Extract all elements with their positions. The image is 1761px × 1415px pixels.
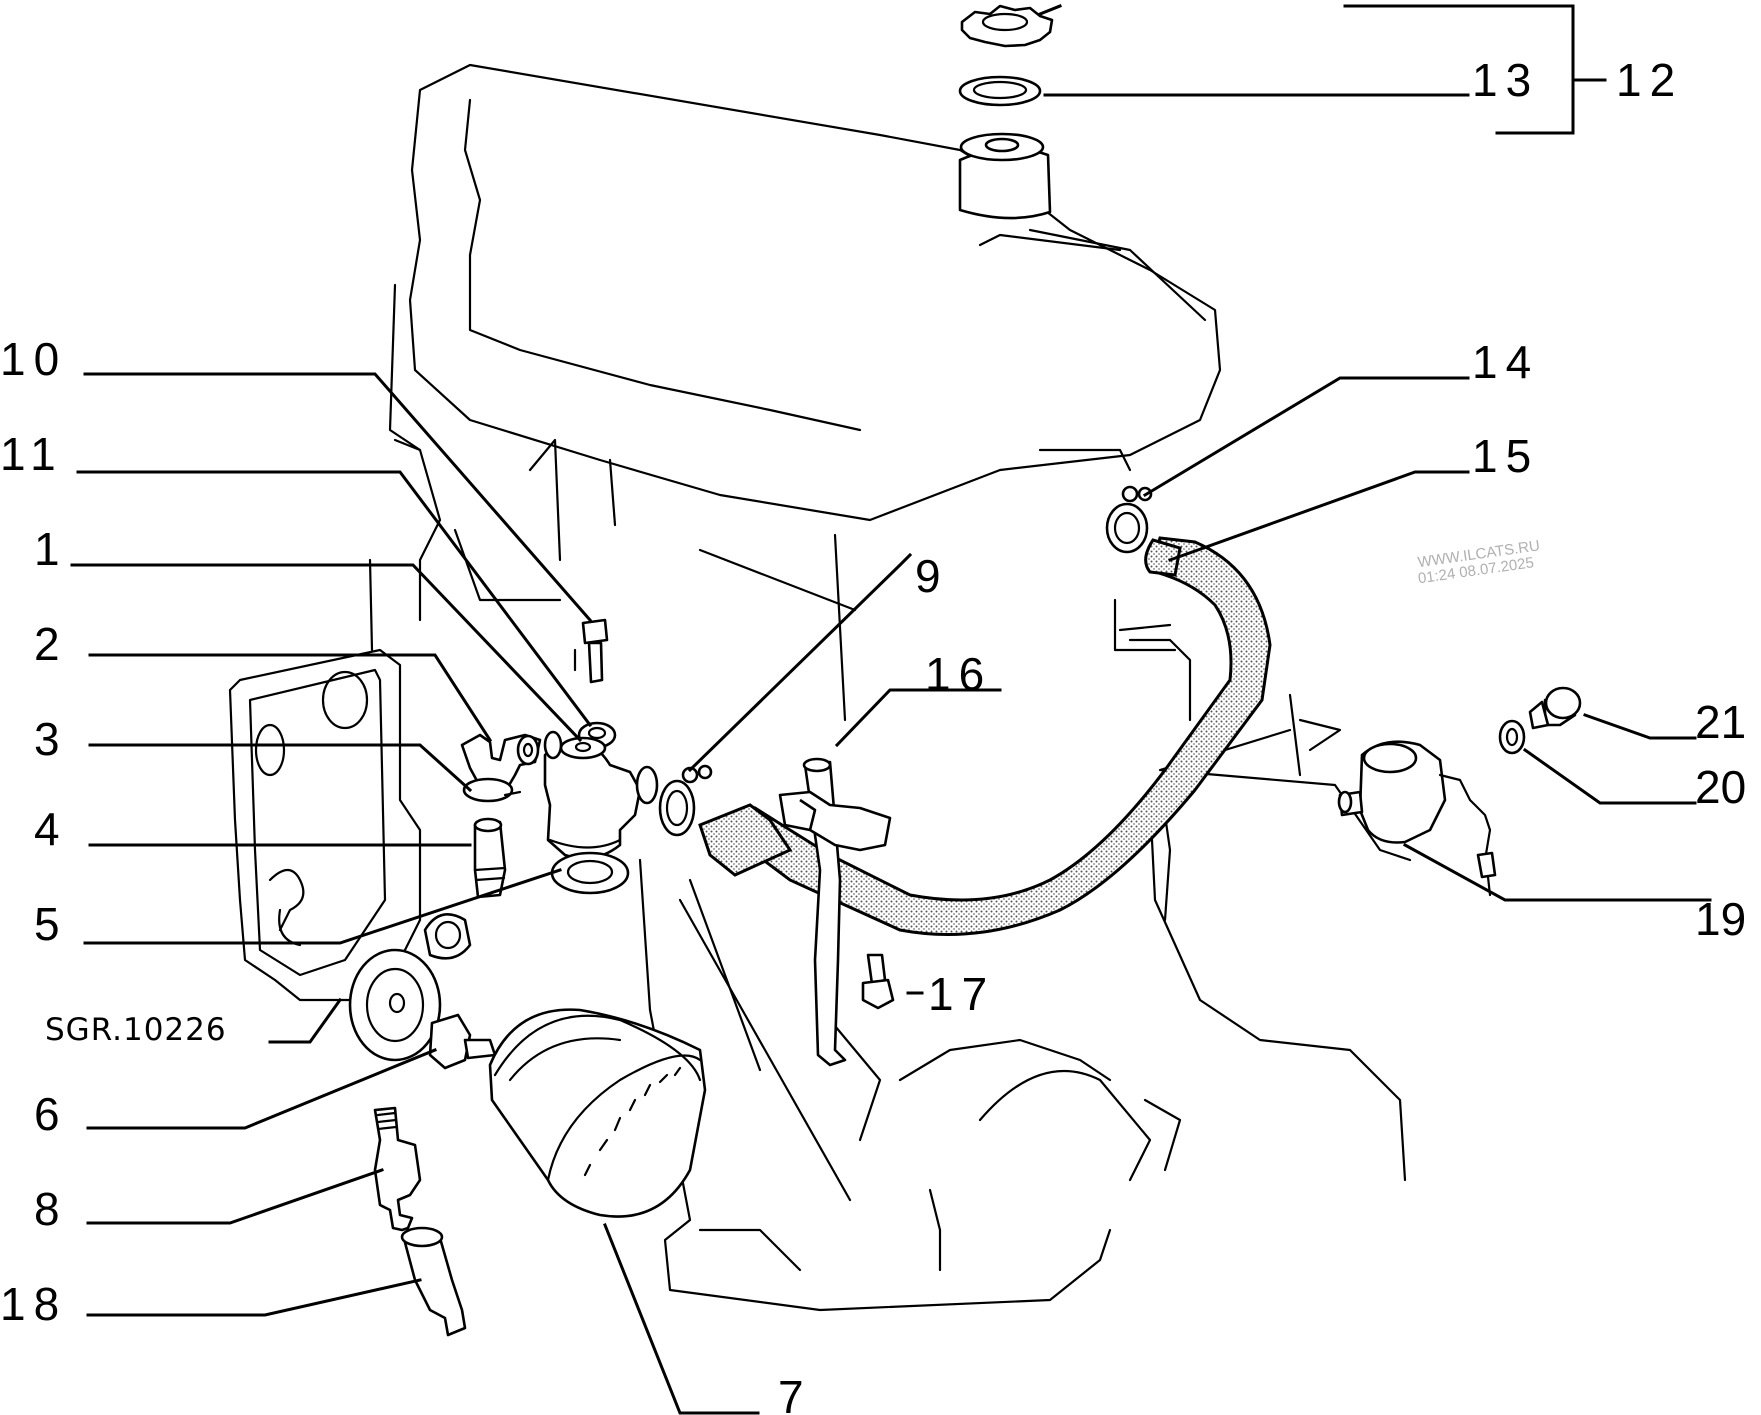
callout-20[interactable]: 20 xyxy=(1695,761,1746,813)
callout-10[interactable]: 10 xyxy=(0,333,67,385)
callout-1[interactable]: 1 xyxy=(34,523,68,575)
callout-15[interactable]: 15 xyxy=(1472,430,1539,482)
part-washer-20 xyxy=(1498,719,1526,755)
callout-2[interactable]: 2 xyxy=(34,618,68,670)
callout-3[interactable]: 3 xyxy=(34,713,68,765)
reference-code: SGR.10226 xyxy=(45,1012,227,1048)
part-clip-3 xyxy=(462,777,514,803)
callout-7[interactable]: 7 xyxy=(778,1371,812,1415)
part-fitting-4 xyxy=(473,820,507,899)
parts xyxy=(373,4,1582,1337)
callout-21[interactable]: 21 xyxy=(1695,696,1746,748)
leader-lines xyxy=(70,4,1712,1415)
callout-9[interactable]: 9 xyxy=(915,550,949,602)
part-oil-separator-1 xyxy=(543,740,642,860)
part-bolt-10 xyxy=(581,618,609,645)
callout-labels: 12 13 14 15 9 16 17 10 11 1 2 3 4 5 SGR.… xyxy=(0,54,1746,1415)
callout-11[interactable]: 11 xyxy=(0,428,64,480)
callout-19[interactable]: 19 xyxy=(1695,893,1746,945)
part-sensor-6 xyxy=(428,1013,472,1070)
callout-6[interactable]: 6 xyxy=(34,1088,68,1140)
part-oil-filter-7 xyxy=(488,1008,707,1218)
callout-13[interactable]: 13 xyxy=(1472,54,1539,106)
callout-16[interactable]: 16 xyxy=(925,648,992,700)
callout-4[interactable]: 4 xyxy=(34,803,68,855)
part-gasket-5 xyxy=(550,851,630,895)
part-hose-clamp-lower xyxy=(658,779,696,837)
part-pressure-sensor-19 xyxy=(1337,740,1497,897)
callout-17[interactable]: 17 xyxy=(928,968,995,1020)
part-breather-hose xyxy=(738,536,1272,936)
callout-5[interactable]: 5 xyxy=(34,898,68,950)
callout-8[interactable]: 8 xyxy=(34,1183,68,1235)
callout-18[interactable]: 18 xyxy=(0,1278,67,1330)
part-hose-clamp-top xyxy=(1105,502,1149,554)
watermark: WWW.ILCATS.RU 01:24 08.07.2025 xyxy=(1417,537,1541,587)
callout-14[interactable]: 14 xyxy=(1472,336,1539,388)
part-filler-cap xyxy=(960,4,1054,48)
callout-12[interactable]: 12 xyxy=(1616,54,1683,106)
part-switch-8 xyxy=(373,1106,422,1232)
